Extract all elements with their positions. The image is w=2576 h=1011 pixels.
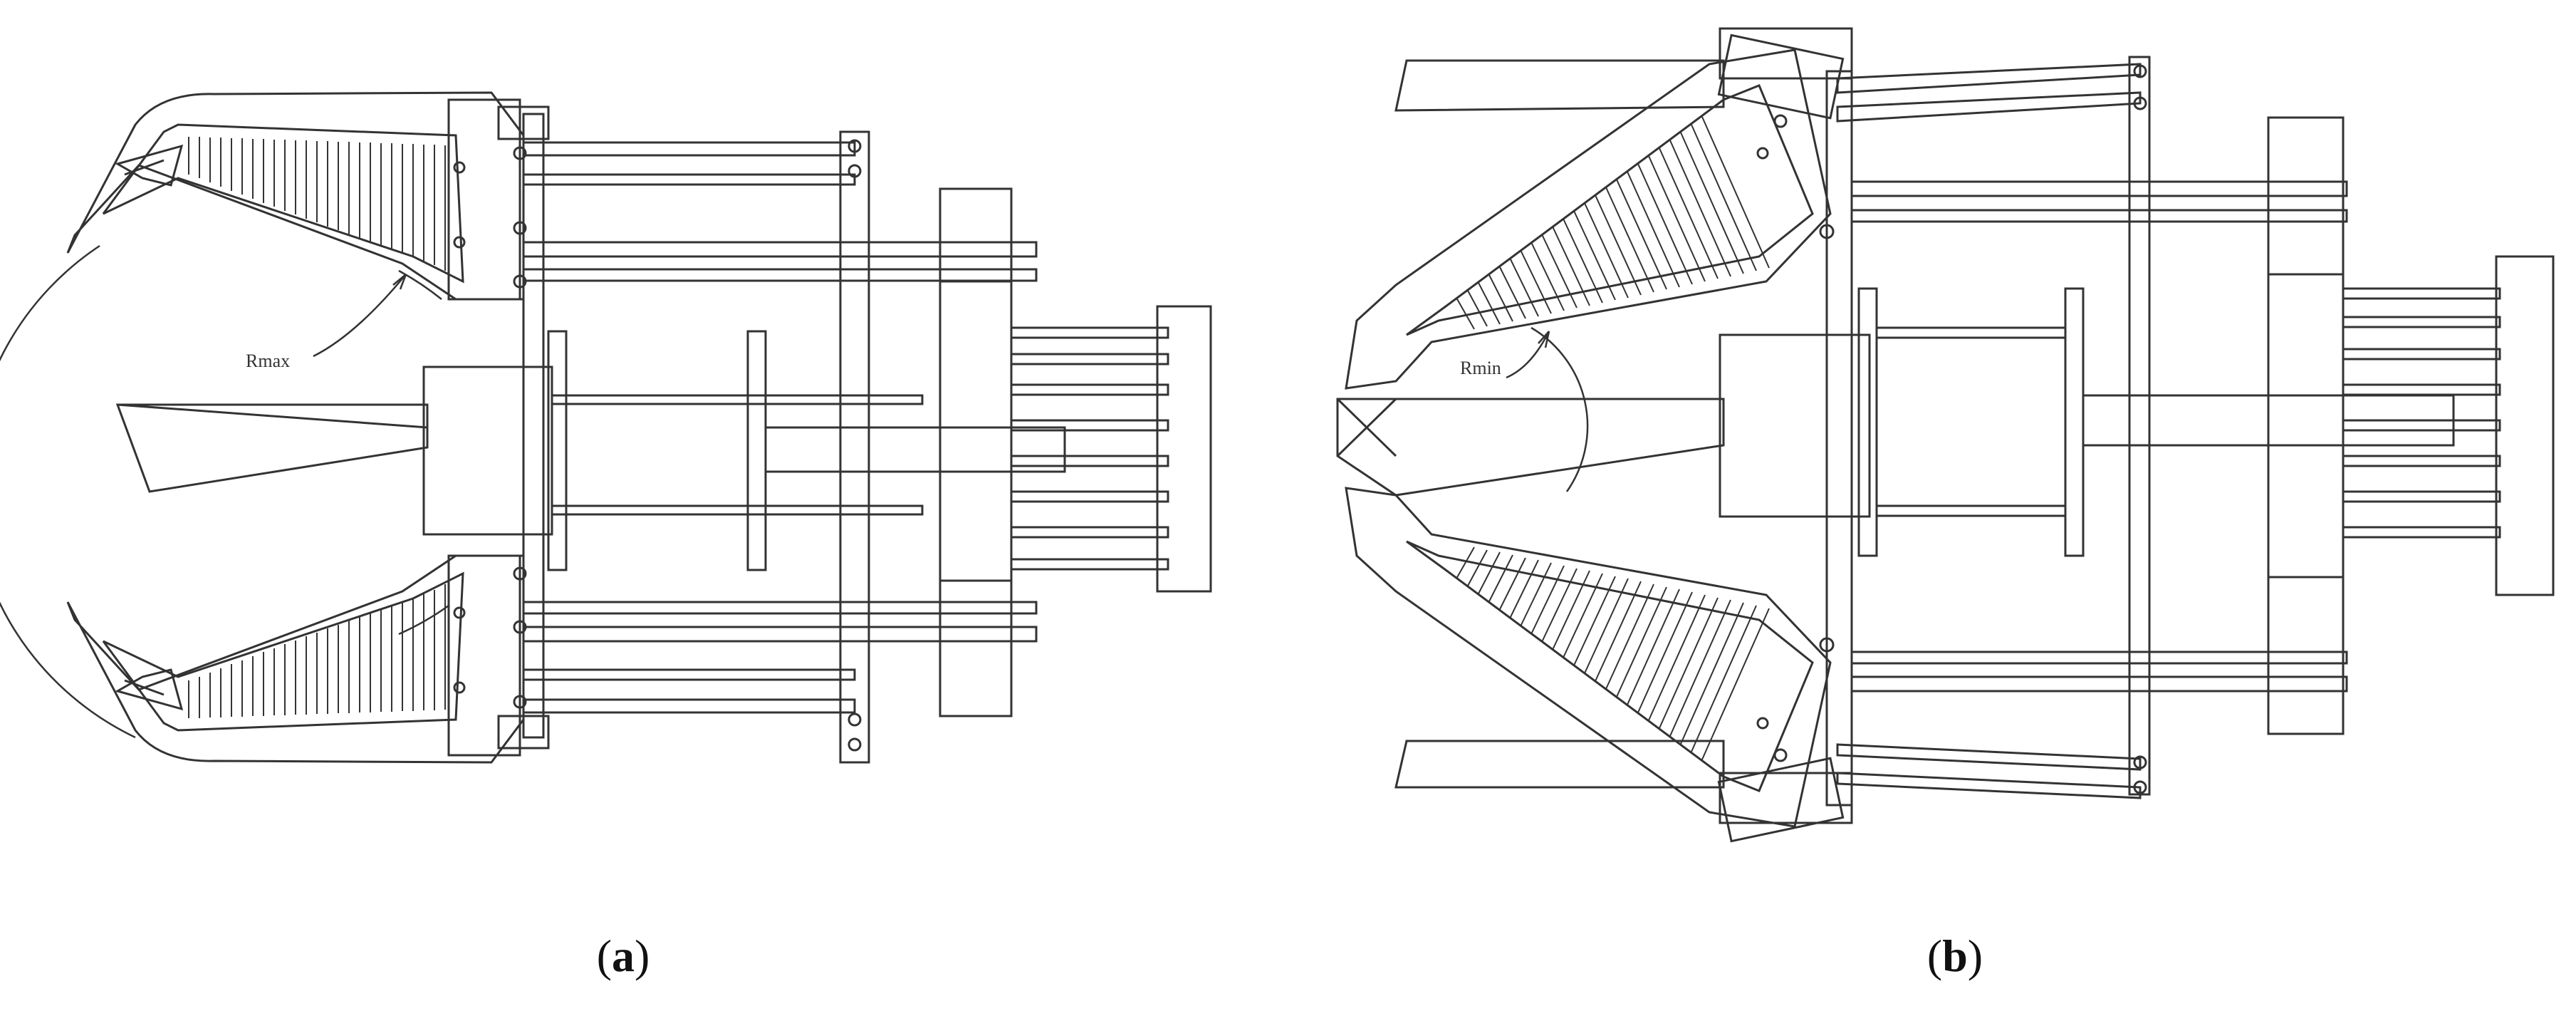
- shaft-flange-1: [547, 330, 568, 571]
- b-lower-finger: [1345, 487, 1845, 843]
- b-shaft-flange-2: [2064, 287, 2085, 557]
- rmax-label: Rmax: [246, 351, 290, 371]
- panel-a-drawing: Rmax: [0, 91, 1212, 764]
- shaft-housing: [422, 365, 553, 536]
- b-top-housing: [1719, 27, 1853, 80]
- b-bottom-housing: [1719, 772, 1853, 824]
- b-upper-finger-ribs: [1456, 116, 1770, 330]
- b-upper-finger-outer: [1345, 48, 1832, 390]
- actuator-rods: [1010, 326, 1169, 571]
- b-center-blade: [1336, 398, 1725, 497]
- upper-finger-ribs: [188, 137, 446, 271]
- rmax-arc-right: [398, 269, 442, 300]
- upper-joint-block: [447, 98, 521, 301]
- rmax-leader: [313, 274, 407, 358]
- b-frame-plate-rear: [2128, 56, 2151, 796]
- end-cap: [1156, 305, 1212, 593]
- frame-plate-rear: [839, 130, 870, 764]
- center-blade: [115, 403, 429, 493]
- caption-b: (b): [1926, 930, 1983, 981]
- frame-plate-front: [522, 113, 545, 739]
- actuator-block: [939, 187, 1013, 717]
- upper-finger-tip: [115, 144, 184, 187]
- upper-pad: [1394, 59, 1725, 112]
- b-frame-plate-front: [1825, 70, 1853, 807]
- b-upper-finger-inner: [1406, 84, 1814, 336]
- lower-pad: [1394, 740, 1725, 789]
- b-shaft-flange-1: [1857, 287, 1878, 557]
- caption-a: (a): [596, 930, 650, 981]
- panel-b-drawing: Rmin: [1336, 27, 2555, 843]
- rmin-label: Rmin: [1460, 358, 1501, 378]
- shaft-flange-2: [746, 330, 767, 571]
- b-frame-rods: [1836, 63, 2348, 799]
- b-actuator-rods: [2342, 287, 2501, 539]
- b-end-cap: [2495, 255, 2555, 596]
- b-shaft-housing: [1719, 333, 1871, 518]
- rmax-arc: [0, 244, 136, 739]
- lower-finger: [66, 554, 527, 764]
- upper-finger-inner: [102, 123, 464, 284]
- rmin-leader: [1506, 331, 1550, 379]
- frame-rods: [522, 141, 1038, 714]
- b-upper-joint: [1717, 33, 1845, 120]
